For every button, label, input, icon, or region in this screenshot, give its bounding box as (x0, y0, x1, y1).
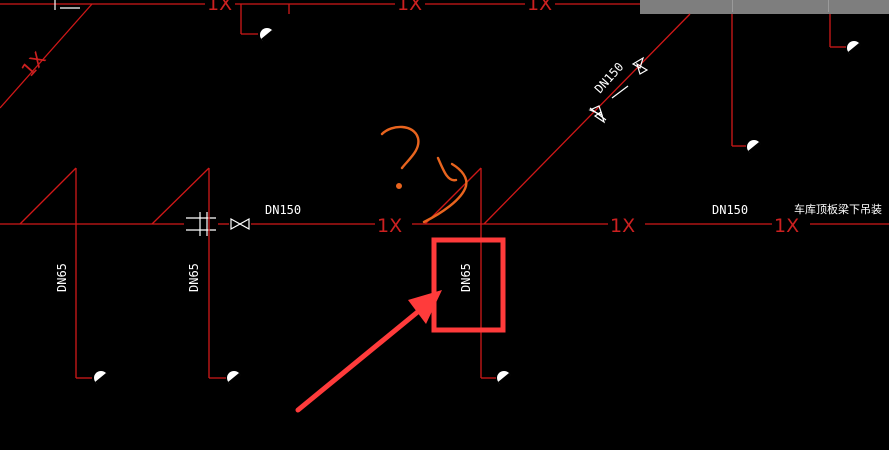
pipe-size-drop-b: DN65 (187, 263, 201, 292)
sprinkler-head-icon (847, 41, 862, 56)
pipe-size-drop-c: DN65 (459, 263, 473, 292)
sprinkler-head-icon (94, 371, 109, 386)
sprinkler-head-icon (260, 28, 275, 43)
pipe-size-drop-a: DN65 (55, 263, 69, 292)
pipe-tag-top-1: 1X (207, 0, 232, 15)
pointer-arrow (295, 290, 442, 413)
branch-triangles (19, 167, 482, 225)
handwritten-annotation (380, 125, 468, 224)
branch-drops (75, 224, 496, 379)
toolbar-fragment (640, 0, 889, 14)
pipe-tag-main-1: 1X (377, 215, 402, 237)
sprinkler-head-icon (227, 371, 242, 386)
pipe-size-main-right: DN150 (712, 203, 748, 217)
diagonal-branch-valves (588, 56, 649, 124)
sprinkler-head-icon (497, 371, 512, 386)
pipe-tag-diagonal: 1X (17, 48, 50, 81)
top-pipe-network (0, 0, 846, 225)
pipe-size-main-left: DN150 (265, 203, 301, 217)
highlight-box (431, 237, 506, 333)
pipe-tag-main-3: 1X (774, 215, 799, 237)
ceiling-install-note: 车库顶板梁下吊装 (794, 202, 882, 216)
pipe-tag-top-3: 1X (527, 0, 552, 15)
pipe-tag-top-2: 1X (397, 0, 422, 15)
sprinkler-head-icon (747, 140, 762, 155)
flange-joint-icon (186, 212, 216, 236)
gate-valve-icon (230, 217, 250, 231)
pipe-tag-main-2: 1X (610, 215, 635, 237)
